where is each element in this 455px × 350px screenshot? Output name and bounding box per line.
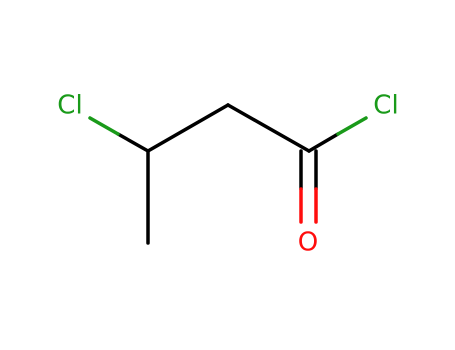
bond-c3-c2 [146,103,230,153]
bond-c1-cl-carbon-half [307,132,340,153]
bond-c3-cl-chlorine-half [88,116,120,136]
bond-c2-c1 [226,103,311,153]
atom-label-cl-left: Cl [57,91,82,121]
atom-label-oxygen: O [298,228,318,258]
atom-label-cl-right: Cl [373,91,398,121]
bond-c1-cl-chlorine-half [336,116,368,136]
bond-c3-cl-carbon-half [116,132,150,153]
